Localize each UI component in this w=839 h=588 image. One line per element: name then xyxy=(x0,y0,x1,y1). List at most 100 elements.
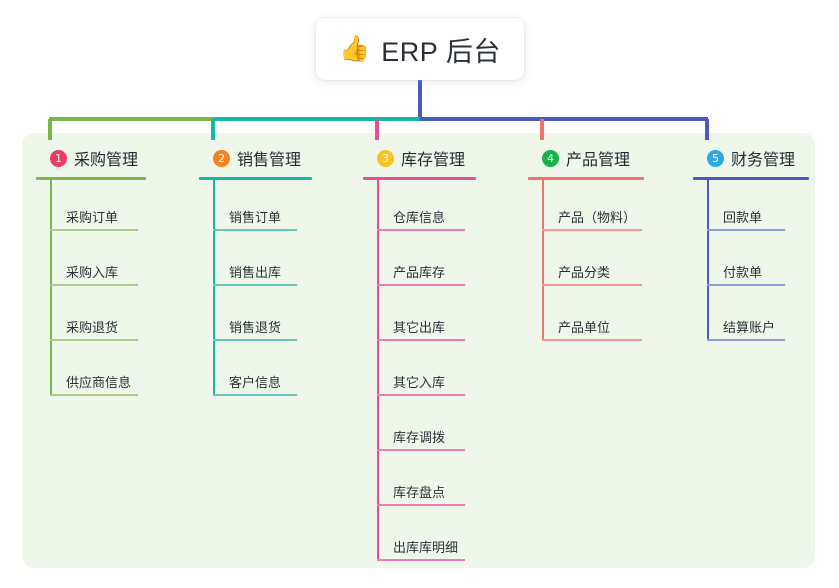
menu-item[interactable]: 其它出库 xyxy=(363,290,476,345)
category-title: 销售管理 xyxy=(237,152,302,169)
menu-item-label: 采购订单 xyxy=(66,210,119,225)
root-node-title: ERP 后台 xyxy=(381,36,501,67)
menu-item[interactable]: 其它入库 xyxy=(363,345,476,400)
category-number-badge: 1 xyxy=(50,149,67,167)
menu-item[interactable]: 采购订单 xyxy=(36,180,146,235)
category-items-list: 采购订单采购入库采购退货供应商信息 xyxy=(36,180,146,400)
menu-item-underline xyxy=(707,284,785,286)
menu-item-underline xyxy=(542,284,642,286)
category-column-4[interactable]: 4 产品管理产品（物料） 产品分类产品单位 xyxy=(528,146,644,345)
menu-item-label: 采购退货 xyxy=(66,320,119,335)
category-header-4[interactable]: 4 产品管理 xyxy=(528,146,644,170)
menu-item-underline xyxy=(377,559,465,561)
menu-item-underline xyxy=(377,504,465,506)
category-spine-line xyxy=(50,180,52,396)
menu-item-label: 产品单位 xyxy=(558,320,611,335)
category-column-2[interactable]: 2 销售管理销售订单销售出库销售退货客户信息 xyxy=(199,146,312,400)
menu-item-underline xyxy=(213,339,297,341)
menu-item-underline xyxy=(542,339,642,341)
category-title: 库存管理 xyxy=(401,152,466,169)
menu-item-label: 销售订单 xyxy=(229,210,282,225)
menu-item[interactable]: 付款单 xyxy=(693,235,809,290)
category-title: 产品管理 xyxy=(566,152,631,169)
category-underline xyxy=(36,177,146,180)
menu-item-underline xyxy=(542,229,642,231)
menu-item-underline xyxy=(377,394,465,396)
category-column-5[interactable]: 5 财务管理回款单付款单结算账户 xyxy=(693,146,809,345)
category-number-badge: 5 xyxy=(707,149,724,167)
menu-item[interactable]: 供应商信息 xyxy=(36,345,146,400)
category-number-badge: 3 xyxy=(377,149,394,167)
category-column-3[interactable]: 3 库存管理仓库信息产品库存其它出库其它入库库存调拨库存盘点出库库明细 xyxy=(363,146,476,565)
menu-item-underline xyxy=(377,284,465,286)
menu-item-label: 出库库明细 xyxy=(393,540,459,555)
category-items-list: 产品（物料） 产品分类产品单位 xyxy=(528,180,644,345)
menu-item-label: 供应商信息 xyxy=(66,375,132,390)
menu-item-underline xyxy=(707,339,785,341)
menu-item-underline xyxy=(213,229,297,231)
menu-item-label: 采购入库 xyxy=(66,265,119,280)
menu-item-label: 产品分类 xyxy=(558,265,611,280)
menu-item-label: 产品库存 xyxy=(393,265,446,280)
menu-item[interactable]: 销售订单 xyxy=(199,180,312,235)
category-underline xyxy=(363,177,476,180)
menu-item-label: 销售退货 xyxy=(229,320,282,335)
menu-item-label: 仓库信息 xyxy=(393,210,446,225)
menu-item[interactable]: 结算账户 xyxy=(693,290,809,345)
menu-item[interactable]: 采购退货 xyxy=(36,290,146,345)
category-header-3[interactable]: 3 库存管理 xyxy=(363,146,476,170)
category-spine-line xyxy=(377,180,379,561)
menu-item[interactable]: 产品库存 xyxy=(363,235,476,290)
category-items-list: 销售订单销售出库销售退货客户信息 xyxy=(199,180,312,400)
category-underline xyxy=(693,177,809,180)
menu-item-label: 库存调拨 xyxy=(393,430,446,445)
menu-item-label: 其它入库 xyxy=(393,375,446,390)
menu-item[interactable]: 销售退货 xyxy=(199,290,312,345)
category-underline xyxy=(528,177,644,180)
category-spine-line xyxy=(707,180,709,341)
category-number-badge: 2 xyxy=(213,149,230,167)
menu-item[interactable]: 采购入库 xyxy=(36,235,146,290)
menu-item[interactable]: 库存盘点 xyxy=(363,455,476,510)
menu-item[interactable]: 产品单位 xyxy=(528,290,644,345)
category-header-2[interactable]: 2 销售管理 xyxy=(199,146,312,170)
category-spine-line xyxy=(213,180,215,396)
category-items-list: 回款单付款单结算账户 xyxy=(693,180,809,345)
menu-item[interactable]: 库存调拨 xyxy=(363,400,476,455)
menu-item-label: 回款单 xyxy=(723,210,763,225)
menu-item-label: 销售出库 xyxy=(229,265,282,280)
menu-item-underline xyxy=(377,449,465,451)
category-underline xyxy=(199,177,312,180)
menu-item[interactable]: 产品分类 xyxy=(528,235,644,290)
menu-item-underline xyxy=(377,229,465,231)
menu-item-label: 付款单 xyxy=(723,265,763,280)
menu-item-label: 客户信息 xyxy=(229,375,282,390)
root-node-erp-backend[interactable]: 👍 ERP 后台 xyxy=(316,18,524,80)
menu-item-underline xyxy=(50,394,138,396)
menu-item-label: 产品（物料） xyxy=(558,210,637,225)
menu-item-label: 库存盘点 xyxy=(393,485,446,500)
menu-item[interactable]: 产品（物料） xyxy=(528,180,644,235)
menu-item-underline xyxy=(213,284,297,286)
menu-item[interactable]: 仓库信息 xyxy=(363,180,476,235)
category-number-badge: 4 xyxy=(542,149,559,167)
menu-item-underline xyxy=(50,339,138,341)
menu-item-underline xyxy=(50,284,138,286)
category-title: 财务管理 xyxy=(731,152,796,169)
menu-item-underline xyxy=(707,229,785,231)
category-header-5[interactable]: 5 财务管理 xyxy=(693,146,809,170)
thumbs-up-icon: 👍 xyxy=(339,34,371,63)
menu-item[interactable]: 销售出库 xyxy=(199,235,312,290)
menu-item-underline xyxy=(377,339,465,341)
category-items-list: 仓库信息产品库存其它出库其它入库库存调拨库存盘点出库库明细 xyxy=(363,180,476,565)
menu-item-label: 其它出库 xyxy=(393,320,446,335)
menu-item[interactable]: 出库库明细 xyxy=(363,510,476,565)
menu-item-label: 结算账户 xyxy=(723,320,776,335)
menu-item-underline xyxy=(213,394,297,396)
diagram-background-panel xyxy=(22,133,815,568)
menu-item[interactable]: 客户信息 xyxy=(199,345,312,400)
menu-item[interactable]: 回款单 xyxy=(693,180,809,235)
category-spine-line xyxy=(542,180,544,341)
